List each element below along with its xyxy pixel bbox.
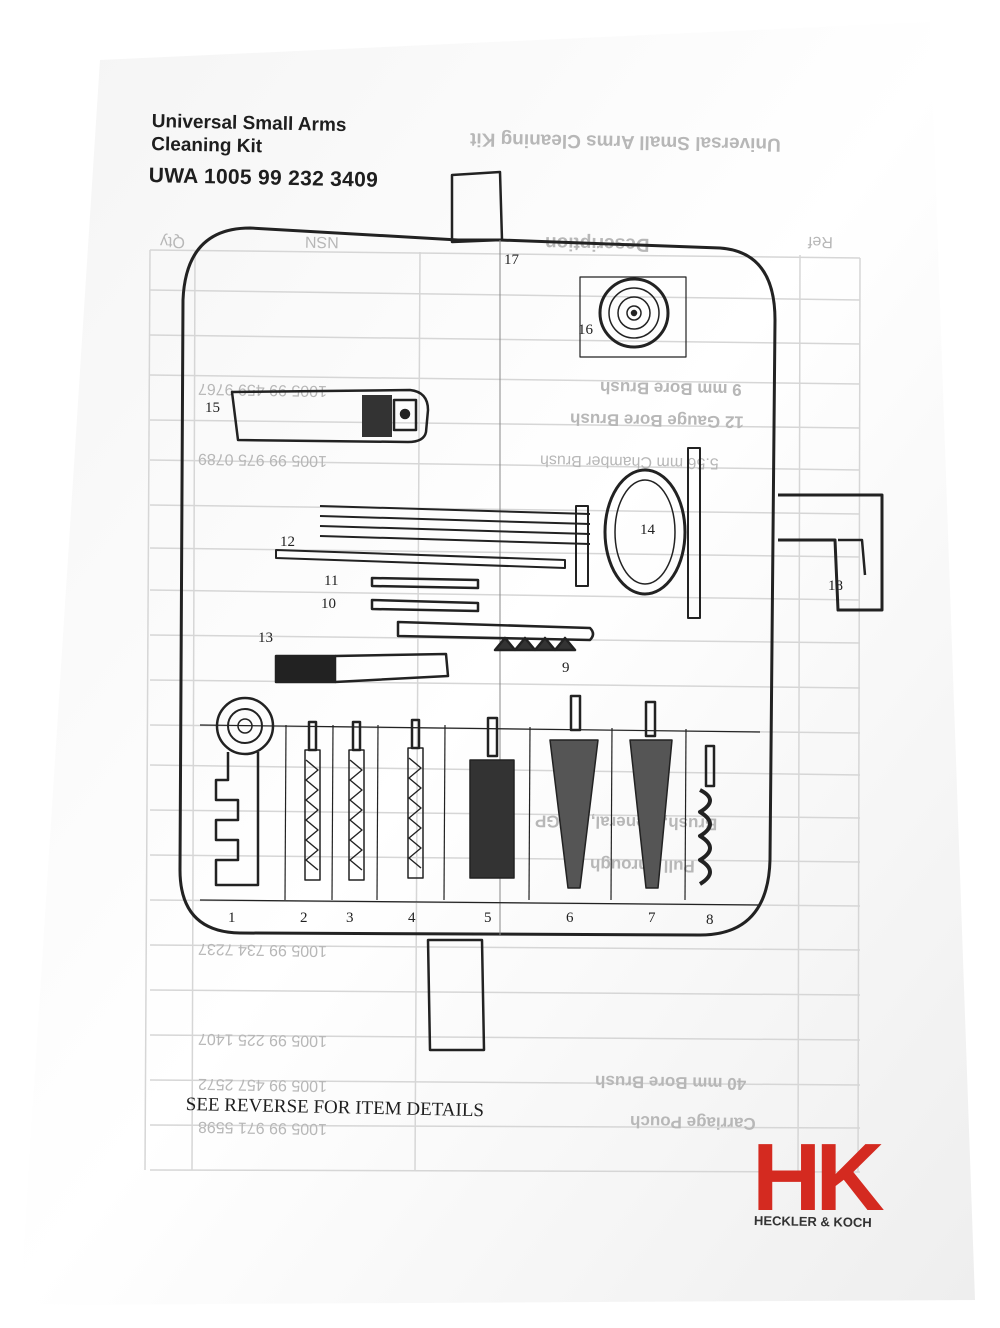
label-6: 6	[566, 910, 574, 926]
label-14: 14	[640, 522, 655, 538]
rod-handle	[396, 620, 595, 642]
item-1-combination-tool	[215, 696, 275, 756]
label-5: 5	[484, 910, 492, 926]
item-5-brush	[469, 716, 515, 879]
compartment-top-line	[199, 724, 761, 733]
label-16: 16	[578, 322, 593, 338]
bottom-strap	[426, 938, 486, 1052]
label-13: 13	[258, 630, 273, 646]
label-2: 2	[300, 910, 308, 926]
item-16-brush	[598, 277, 670, 349]
hk-logo: HK	[752, 1124, 888, 1231]
label-8: 8	[706, 912, 714, 928]
item-3-brush	[348, 720, 365, 881]
item-7-brush	[629, 700, 673, 889]
label-9: 9	[562, 660, 570, 676]
label-10: 10	[321, 596, 336, 612]
label-1: 1	[228, 910, 236, 926]
item-13-brush	[274, 654, 337, 684]
label-3: 3	[346, 910, 354, 926]
label-7: 7	[648, 910, 656, 926]
item-2-brush	[304, 720, 321, 881]
item-9-brush	[493, 636, 577, 652]
label-11: 11	[324, 573, 339, 589]
item-8-brush	[698, 744, 716, 886]
item-10-brush	[370, 598, 480, 613]
label-17: 17	[504, 252, 519, 268]
item-11-brush	[370, 576, 480, 590]
brand-name: HECKLER & KOCH	[753, 1212, 872, 1231]
label-12: 12	[280, 534, 295, 550]
item-6-brush	[549, 694, 599, 889]
item-4-brush	[407, 718, 424, 879]
item-14-pull-through	[603, 468, 687, 596]
pouch-outline	[178, 226, 777, 937]
top-strap	[450, 170, 504, 244]
hk-logo-text: HK	[752, 1124, 884, 1231]
label-4: 4	[408, 910, 416, 926]
item-18-hanger	[778, 493, 884, 612]
item-15-oil-bottle	[230, 388, 430, 444]
item-16-outline	[579, 276, 687, 358]
label-15: 15	[205, 400, 220, 416]
label-18: 18	[828, 578, 843, 594]
